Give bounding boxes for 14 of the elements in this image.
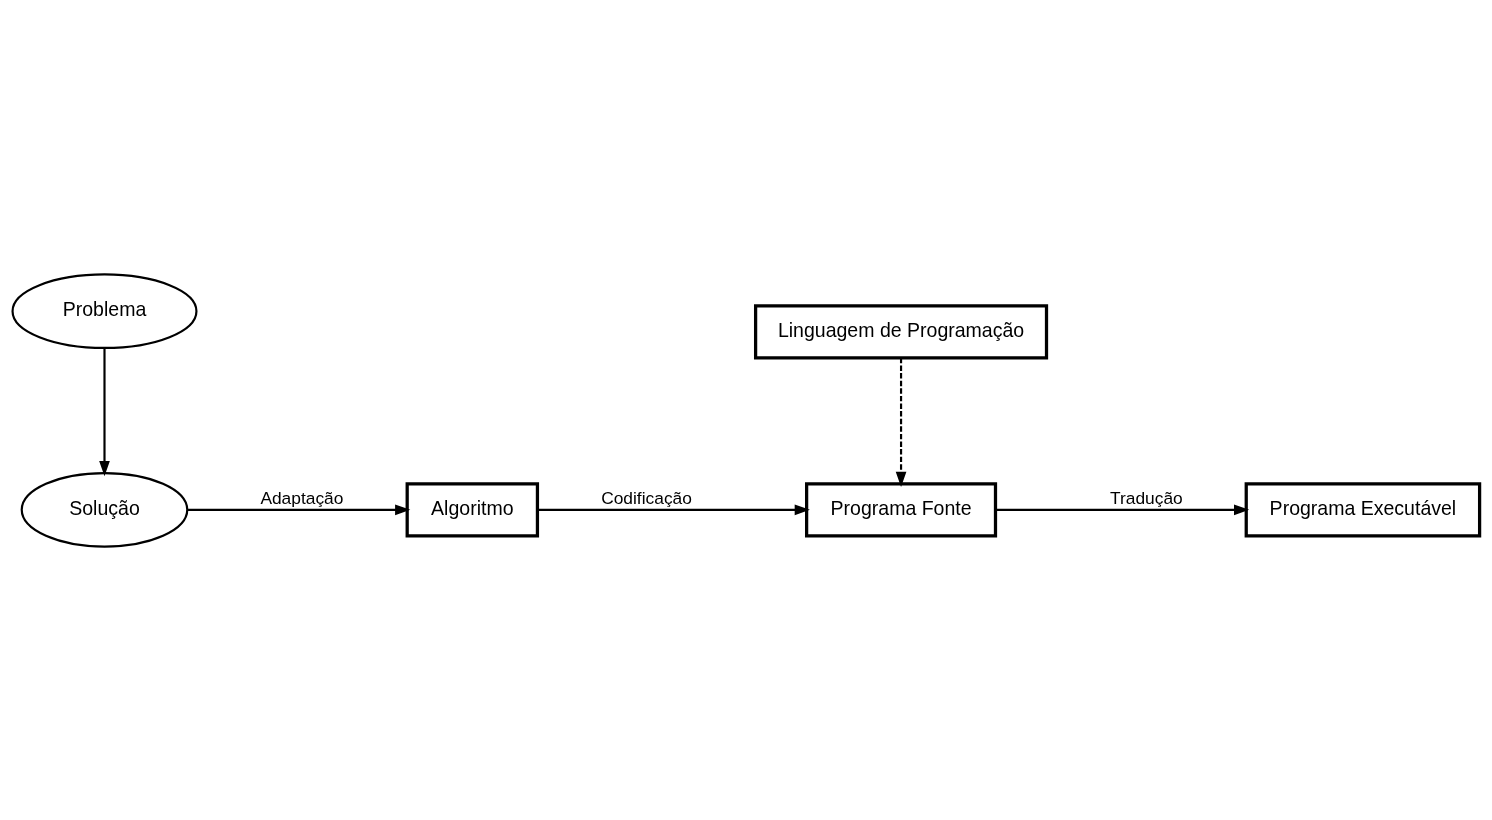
node-box: Programa Executável xyxy=(1244,481,1482,537)
node-box: Linguagem de Programação xyxy=(754,303,1049,359)
edge-label: Adaptação xyxy=(260,487,344,508)
edge-label: Tradução xyxy=(1110,487,1183,508)
node-ellipse: Solução xyxy=(20,471,189,548)
arrow xyxy=(895,357,907,487)
node-box: Algoritmo xyxy=(405,481,540,537)
node-box: Programa Fonte xyxy=(805,481,998,537)
arrow xyxy=(99,347,110,476)
arrow xyxy=(995,504,1250,515)
arrow xyxy=(187,504,411,515)
node-ellipse: Problema xyxy=(11,272,198,349)
edge-label: Codificação xyxy=(601,487,692,508)
arrow xyxy=(537,504,810,515)
